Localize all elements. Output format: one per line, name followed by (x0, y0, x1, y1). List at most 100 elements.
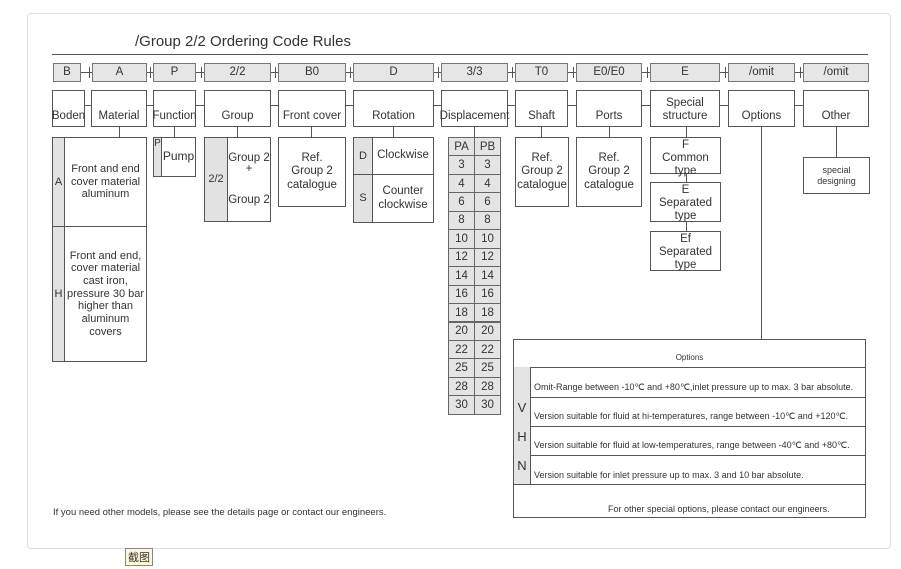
options-footer: For other special options, please contac… (513, 484, 866, 518)
connector (150, 67, 151, 78)
connector (568, 72, 576, 73)
code-box: B (53, 63, 81, 82)
connector (609, 127, 610, 137)
connector (119, 127, 120, 137)
connector (474, 127, 475, 137)
displacement-pb-cell: 10 (474, 229, 501, 249)
displacement-pb-cell: 22 (474, 339, 501, 360)
special-code: F (681, 139, 690, 151)
displacement-pa-cell: 25 (448, 358, 475, 378)
displacement-pa-cell: 28 (448, 376, 475, 397)
connector (201, 67, 202, 78)
group-plus: + (245, 162, 253, 175)
code-box: A (92, 63, 147, 82)
displacement-pb-cell: 14 (474, 266, 501, 286)
label-box: Ports (576, 90, 642, 127)
options-key: N (514, 455, 531, 484)
special-code: Ef (680, 233, 691, 245)
label-box: Options (728, 90, 795, 127)
label-box: Group (204, 90, 271, 127)
connector (795, 105, 803, 106)
label-box: Boden (52, 90, 85, 127)
options-text: Version suitable for fluid at low-temper… (534, 440, 850, 450)
group-key: 2/2 (204, 137, 228, 222)
label-box: Front cover (278, 90, 346, 127)
code-box: 3/3 (441, 63, 508, 82)
displacement-pb-cell: 20 (474, 321, 501, 341)
connector (346, 105, 353, 106)
options-text: Omit-Range between -10℃ and +80℃,inlet p… (534, 382, 854, 392)
displacement-pb-cell: 4 (474, 173, 501, 194)
shaft-text: Ref. Group 2 catalogue (517, 152, 567, 191)
page-title: /Group 2/2 Ordering Code Rules (135, 33, 351, 50)
connector (196, 72, 204, 73)
connector (275, 67, 276, 78)
displacement-pb-cell: 30 (474, 395, 501, 415)
options-header: Options (513, 339, 866, 368)
label-box: Shaft (515, 90, 568, 127)
code-box: /omit (803, 63, 869, 82)
options-key: V (514, 397, 531, 426)
code-box: B0 (278, 63, 346, 82)
displacement-pa-cell: 4 (448, 173, 475, 194)
front-cover-box: Ref. Group 2 catalogue (278, 137, 346, 207)
connector (761, 127, 762, 339)
connector (508, 105, 515, 106)
connector (541, 127, 542, 137)
connector (647, 67, 648, 78)
connector (196, 105, 204, 106)
displacement-pb-cell: 3 (474, 155, 501, 175)
bottom-note: If you need other models, please see the… (53, 507, 387, 518)
displacement-pb-cell: 12 (474, 247, 501, 268)
displacement-pb-cell: 6 (474, 192, 501, 212)
material-h-key: H (52, 226, 65, 362)
connector (346, 72, 353, 73)
connector (573, 67, 574, 78)
displacement-pb-cell: 8 (474, 210, 501, 231)
material-a-key: A (52, 137, 65, 227)
displacement-pa-cell: 6 (448, 192, 475, 212)
label-box: Other (803, 90, 869, 127)
front-cover-text: Ref. Group 2 catalogue (287, 152, 337, 191)
ports-box: Ref. Group 2 catalogue (576, 137, 642, 207)
connector (147, 105, 153, 106)
code-box: D (353, 63, 434, 82)
code-box: E (650, 63, 720, 82)
material-a-box: Front and end cover material aluminum (52, 137, 147, 227)
group-line2: Group 2 (228, 194, 270, 207)
displacement-pa-cell: 18 (448, 303, 475, 323)
connector (237, 127, 238, 137)
code-box: P (153, 63, 196, 82)
connector (686, 127, 687, 137)
connector (568, 105, 576, 106)
connector (720, 72, 728, 73)
displacement-pb-header: PB (474, 137, 501, 157)
rotation-counter-text: Counter clockwise (378, 185, 428, 211)
group-line1: Group 2 (228, 151, 270, 164)
screenshot-button[interactable]: 截图 (125, 548, 153, 566)
displacement-pa-cell: 12 (448, 247, 475, 268)
connector (686, 173, 687, 183)
label-box: Function (152, 90, 197, 127)
connector (89, 67, 90, 78)
special-text: Common type (662, 152, 709, 178)
shaft-box: Ref. Group 2 catalogue (515, 137, 569, 207)
options-footer-text: For other special options, please contac… (608, 504, 830, 514)
displacement-pb-cell: 28 (474, 376, 501, 397)
label-box: Special structure (650, 90, 720, 127)
displacement-pa-cell: 10 (448, 229, 475, 249)
connector (81, 72, 92, 73)
code-box: E0/E0 (576, 63, 642, 82)
connector (438, 67, 439, 78)
displacement-pa-cell: 16 (448, 284, 475, 304)
displacement-pb-cell: 16 (474, 284, 501, 304)
connector (85, 105, 91, 106)
material-h-text: Front and end, cover material cast iron,… (66, 249, 145, 338)
code-box: T0 (515, 63, 568, 82)
connector (720, 105, 728, 106)
